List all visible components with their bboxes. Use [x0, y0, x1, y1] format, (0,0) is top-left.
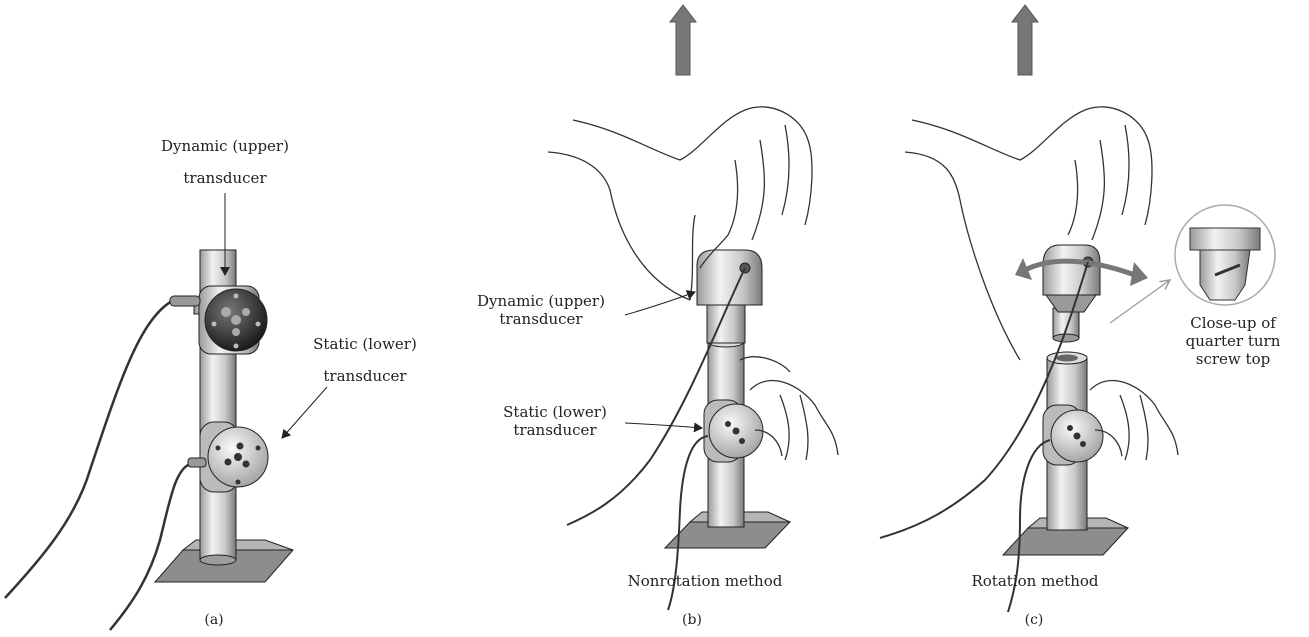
panel-b-static-label-line1: Static (lower) [490, 403, 620, 421]
panel-b-static-label-line2: transducer [490, 421, 620, 439]
panel-a-dynamic-label-line1: Dynamic (upper) [150, 137, 300, 155]
panel-b-up-arrow [670, 5, 696, 75]
panel-b-static-label: Static (lower) transducer [490, 403, 620, 439]
closeup-label: Close-up of quarter turn screw top [1168, 314, 1298, 368]
closeup-label-line2: quarter turn [1168, 332, 1298, 350]
panel-a-static-label-line2: transducer [305, 367, 425, 385]
panel-b-dynamic-label-line1: Dynamic (upper) [466, 292, 616, 310]
panel-a-static-arrow [282, 387, 327, 438]
panel-c-upper-hand [905, 107, 1152, 360]
panel-b-dynamic-arrow [625, 292, 695, 315]
closeup-pointer [1110, 280, 1170, 323]
closeup-label-line1: Close-up of [1168, 314, 1298, 332]
panel-b-dynamic-label: Dynamic (upper) transducer [466, 292, 616, 328]
panel-c-up-arrow [1012, 5, 1038, 75]
panel-b-dynamic-label-line2: transducer [466, 310, 616, 328]
closeup-label-line3: screw top [1168, 350, 1298, 368]
panel-a-device [5, 193, 327, 630]
panel-b-method-label: Nonrotation method [620, 572, 790, 590]
panel-a-dynamic-label: Dynamic (upper) transducer [150, 137, 300, 187]
panel-c-device [880, 5, 1275, 612]
panel-c-method-label: Rotation method [960, 572, 1110, 590]
panel-c-caption: (c) [1014, 612, 1054, 629]
panel-b-upper-hand [548, 107, 812, 300]
panel-a-dynamic-label-line2: transducer [150, 169, 300, 187]
panel-a-static-label-line1: Static (lower) [305, 335, 425, 353]
panel-b-static-arrow [625, 423, 702, 428]
panel-c-lower-hand [1090, 381, 1178, 460]
panel-a-static-label: Static (lower) transducer [305, 335, 425, 385]
panel-b-caption: (b) [672, 612, 712, 629]
panel-a-caption: (a) [194, 612, 234, 629]
